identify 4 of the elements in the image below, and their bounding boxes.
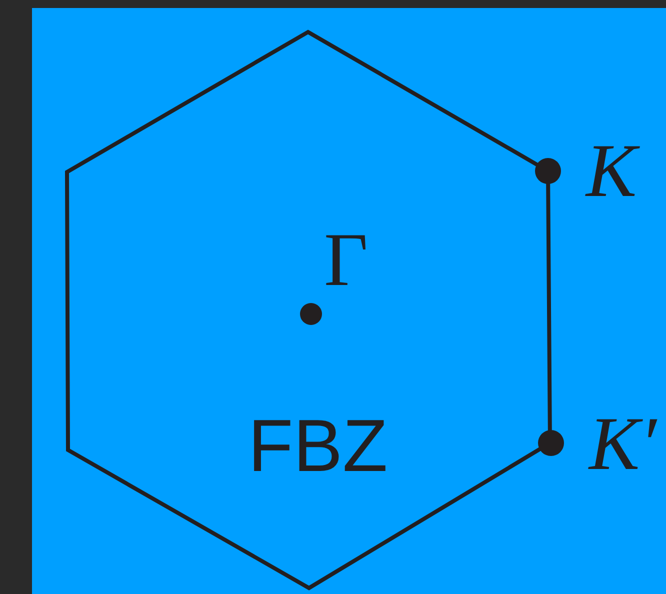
zone-label: FBZ	[248, 409, 388, 483]
point-label: K′	[589, 406, 656, 482]
point-label: Γ	[324, 222, 368, 298]
hexagon-outline	[64, 29, 554, 592]
